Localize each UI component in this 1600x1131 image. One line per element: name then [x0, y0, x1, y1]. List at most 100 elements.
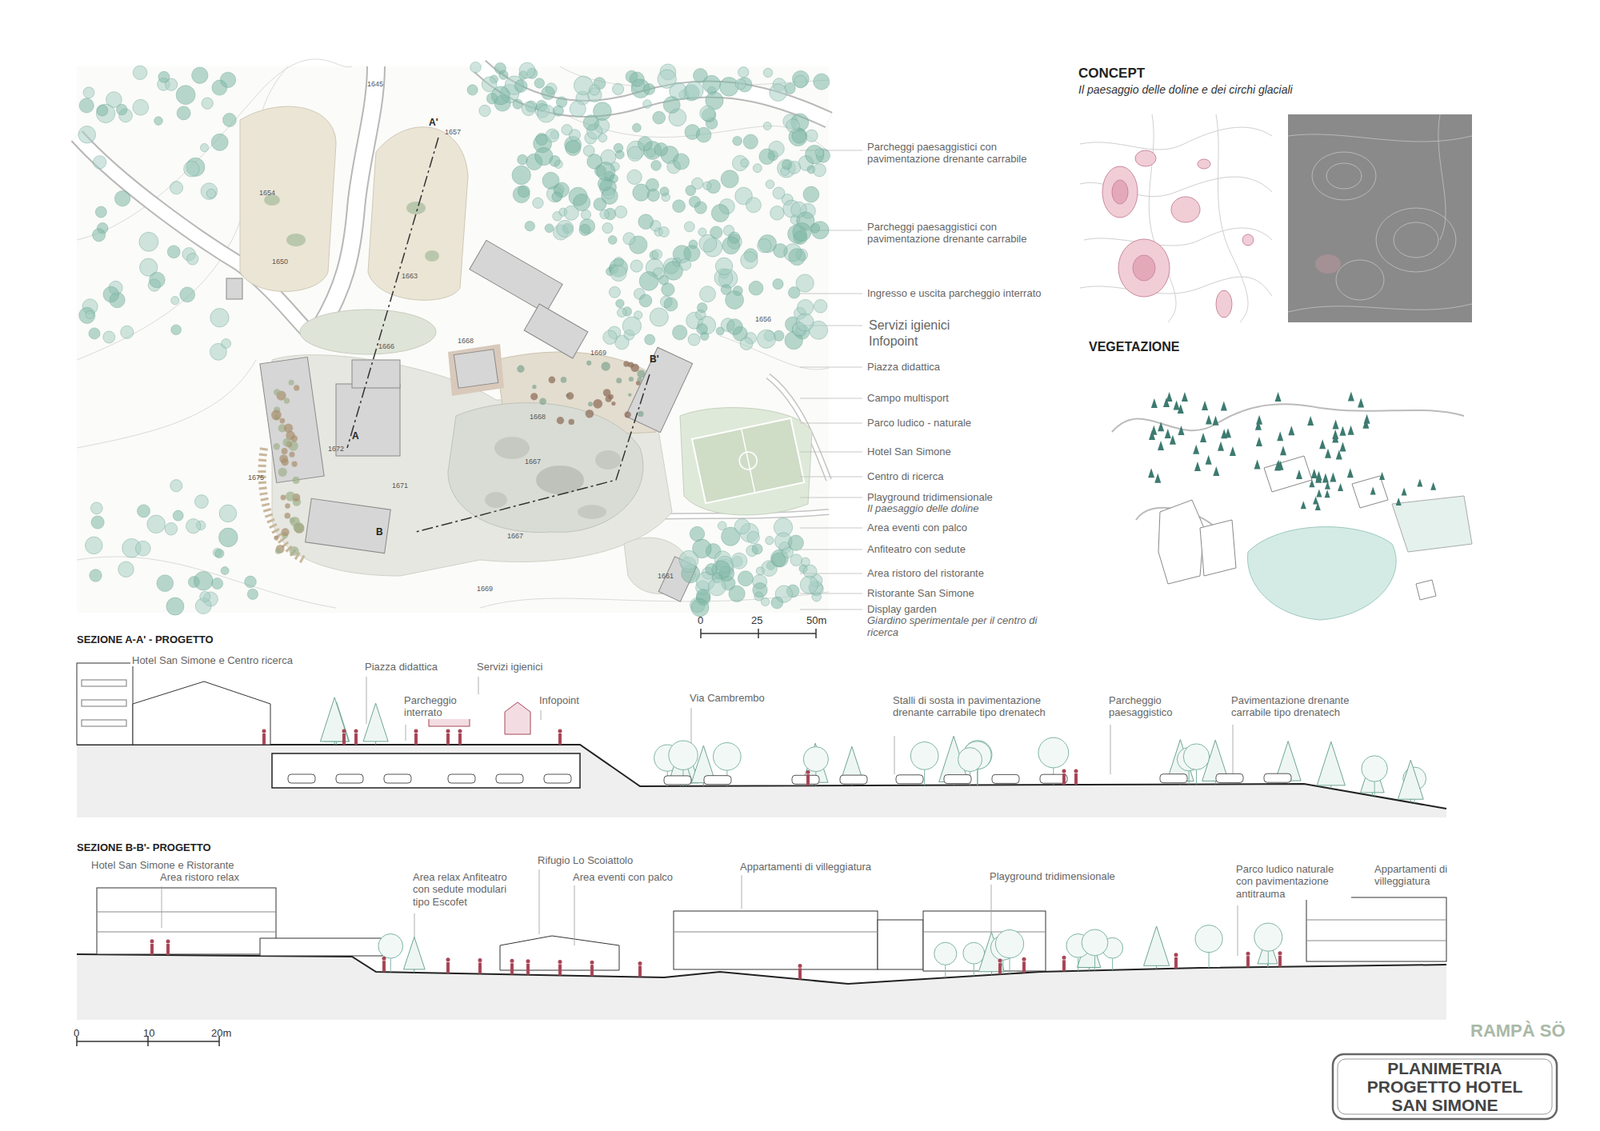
plan-tree	[720, 284, 732, 296]
section-tree	[1195, 925, 1223, 953]
person	[262, 729, 267, 734]
axon-tree	[1300, 500, 1307, 509]
scale-label: 20m	[211, 1027, 232, 1040]
scale-label: 25	[751, 614, 763, 627]
axon-tree	[1205, 455, 1212, 465]
axon-tree	[1157, 421, 1164, 432]
section-tree	[934, 942, 957, 965]
axon-tree	[1364, 414, 1371, 424]
plan-tree	[732, 136, 743, 146]
watermark: RAMPÀ SÖ	[1470, 1020, 1566, 1042]
person	[558, 729, 563, 734]
section-trunk	[977, 768, 979, 785]
plan-tree	[244, 576, 257, 588]
plan-tree	[711, 204, 729, 223]
plan-tree	[637, 136, 652, 152]
plan-tree	[731, 552, 748, 569]
axon-tree	[1357, 398, 1364, 408]
plan-tree	[598, 133, 608, 143]
plan-shrub	[273, 443, 280, 450]
plan-tree	[813, 73, 830, 90]
person	[1062, 956, 1067, 960]
elevation-number: 1671	[392, 481, 408, 491]
elevation-number: 1661	[657, 572, 674, 581]
plan-tree	[615, 150, 624, 160]
section-b	[76, 888, 1447, 1020]
car	[992, 774, 1020, 784]
plan-tree	[643, 100, 652, 109]
car	[1216, 773, 1244, 783]
plan-tree	[813, 300, 828, 314]
elevation-number: 1669	[590, 348, 607, 358]
car	[496, 774, 524, 784]
section-trunk	[336, 741, 337, 745]
section-label: Hotel San Simone e Ristorante	[89, 859, 236, 872]
plan-tree	[603, 330, 618, 345]
plan-tree	[757, 238, 772, 252]
axon-tree	[1212, 466, 1220, 476]
person	[1174, 952, 1179, 957]
elevation-number: 1672	[328, 444, 344, 454]
section-trunk	[1188, 771, 1190, 785]
car	[288, 774, 316, 784]
plan-tree	[763, 68, 772, 77]
plan-tree	[83, 87, 95, 99]
section-label: Parcheggio interrato	[402, 694, 480, 720]
plan-tree	[616, 299, 624, 308]
plan-tree	[740, 158, 750, 168]
axon-tree	[1311, 468, 1318, 479]
plan-tree	[519, 62, 536, 79]
plan-tree	[544, 224, 554, 233]
elevation-number: 1657	[444, 128, 461, 137]
section-trunk	[1374, 781, 1376, 796]
person	[806, 774, 810, 786]
person	[458, 729, 463, 734]
plan-tree	[481, 76, 497, 92]
plan-tree	[552, 192, 562, 202]
axon-tree	[1280, 445, 1287, 456]
plan-tree	[788, 287, 800, 300]
plan-tree	[545, 128, 560, 143]
section-trunk	[703, 783, 704, 787]
section-trunk	[1094, 956, 1096, 971]
person	[458, 733, 462, 745]
scale-label: 50m	[806, 614, 827, 627]
axon-tree	[1275, 392, 1282, 402]
section-title: SEZIONE B-B'- PROGETTO	[76, 841, 212, 854]
section-trunk	[1002, 960, 1004, 974]
axon-tree	[1256, 436, 1263, 447]
plan-tree	[732, 286, 743, 296]
plan-tree	[92, 156, 106, 169]
plan-shrub	[616, 377, 622, 384]
plan-tree	[186, 519, 201, 534]
plan-tree	[800, 576, 818, 594]
axon-tree	[1430, 482, 1436, 491]
section-trunk	[1112, 958, 1113, 971]
plan-tree	[206, 188, 216, 199]
person	[590, 960, 595, 965]
plan-tree	[691, 599, 709, 617]
plan-tree	[132, 65, 148, 80]
plan-tree	[786, 119, 800, 133]
scale-label: 10	[143, 1027, 155, 1040]
person	[558, 964, 562, 976]
person	[1174, 957, 1178, 969]
section-title: SEZIONE A-A' - PROGETTO	[76, 633, 214, 646]
person	[798, 964, 803, 968]
plan-tree	[794, 75, 808, 88]
axon-tree	[1288, 425, 1295, 436]
plan-tree	[740, 337, 753, 351]
plan-tree	[149, 272, 166, 288]
plan-tree	[194, 571, 214, 591]
section-trunk	[413, 969, 415, 973]
legend-label: Ingresso e uscita parcheggio interrato	[867, 287, 1042, 300]
plan-tree	[696, 127, 712, 143]
plan-tree	[622, 316, 641, 336]
panel-heading: VEGETAZIONE	[1088, 340, 1180, 356]
plan-tree	[679, 258, 692, 271]
plan-tree	[763, 122, 772, 131]
section-a-leaders	[366, 676, 1233, 775]
axon-tree	[1337, 483, 1344, 492]
axon-tree	[1347, 468, 1354, 478]
person	[638, 961, 643, 966]
